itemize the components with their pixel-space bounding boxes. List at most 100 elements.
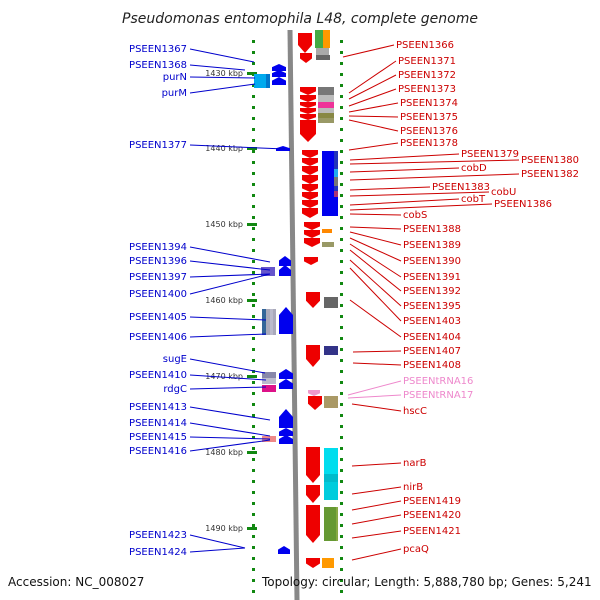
- gene-label-right: PSEEN1375: [400, 112, 458, 123]
- gene-label-left: PSEEN1413: [129, 402, 187, 413]
- gene-arrow-forward: [306, 485, 320, 503]
- scale-dot-left: [252, 359, 255, 362]
- scale-dot-left: [252, 271, 255, 274]
- leader-line-left: [189, 534, 246, 549]
- gene-arrow-forward: [300, 87, 316, 95]
- gene-block: [322, 151, 334, 216]
- leader-line-right: [349, 249, 402, 292]
- scale-dot-left: [252, 216, 255, 219]
- gene-arrow-forward: [308, 390, 320, 396]
- gene-block: [318, 95, 334, 102]
- gene-arrow-forward: [302, 166, 318, 175]
- gene-label-right: PSEEN1378: [400, 138, 458, 149]
- gene-arrow-forward: [304, 230, 320, 238]
- kbp-tick: [247, 223, 257, 226]
- gene-label-right: hscC: [403, 406, 427, 417]
- gene-block: [254, 74, 266, 88]
- leader-line-right: [349, 231, 402, 246]
- kbp-label: 1490 kbp: [205, 524, 243, 533]
- gene-label-left: PSEEN1377: [129, 140, 187, 151]
- scale-dot-left: [252, 403, 255, 406]
- gene-block: [322, 242, 334, 247]
- gene-label-right: PSEENtRNA17: [403, 390, 473, 401]
- scale-dot-left: [252, 95, 255, 98]
- scale-dot-right: [340, 381, 343, 384]
- leader-line-right: [347, 394, 402, 399]
- gene-label-right: PSEEN1386: [494, 199, 552, 210]
- leader-line-right: [349, 243, 402, 278]
- gene-arrow-reverse: [279, 256, 291, 266]
- scale-dot-left: [252, 348, 255, 351]
- gene-label-right: PSEEN1388: [403, 224, 461, 235]
- leader-line-left: [189, 83, 256, 94]
- gene-label-right: PSEEN1389: [403, 240, 461, 251]
- scale-dot-left: [252, 51, 255, 54]
- topology-text: Topology: circular; Length: 5,888,780 bp…: [261, 575, 592, 589]
- leader-line-right: [349, 237, 402, 262]
- gene-block: [322, 229, 332, 233]
- scale-dot-right: [340, 40, 343, 43]
- scale-dot-right: [340, 128, 343, 131]
- gene-block: [324, 297, 338, 308]
- leader-line-left: [189, 246, 271, 263]
- gene-block: [324, 507, 336, 541]
- scale-dot-left: [252, 84, 255, 87]
- scale-dot-right: [340, 293, 343, 296]
- gene-label-right: PSEEN1390: [403, 256, 461, 267]
- leader-line-left: [189, 260, 271, 271]
- leader-line-left: [189, 64, 246, 71]
- gene-label-left: PSEEN1415: [129, 432, 187, 443]
- leader-line-left: [189, 374, 267, 381]
- gene-label-right: cobS: [403, 210, 427, 221]
- gene-block: [318, 113, 334, 118]
- gene-block: [324, 346, 338, 355]
- gene-block: [262, 385, 276, 392]
- gene-label-right: cobD: [461, 163, 487, 174]
- gene-arrow-forward: [306, 558, 320, 568]
- scale-dot-left: [252, 315, 255, 318]
- gene-label-left: rdgC: [163, 384, 187, 395]
- gene-arrow-forward: [298, 33, 312, 53]
- gene-arrow-forward: [302, 150, 318, 158]
- leader-lines: [189, 44, 520, 561]
- scale-dot-right: [340, 194, 343, 197]
- scale-dot-left: [252, 458, 255, 461]
- scale-dot-right: [340, 425, 343, 428]
- scale-dot-left: [252, 161, 255, 164]
- scale-dot-left: [252, 238, 255, 241]
- gene-block: [323, 30, 330, 48]
- gene-arrow-forward: [300, 102, 316, 108]
- gene-label-right: PSEEN1404: [403, 332, 461, 343]
- gene-label-right: PSEENtRNA16: [403, 376, 473, 387]
- scale-dot-right: [340, 249, 343, 252]
- leader-line-left: [189, 386, 267, 390]
- leader-line-left: [189, 273, 271, 295]
- leader-line-right: [348, 88, 397, 107]
- scale-ticks: [252, 40, 343, 593]
- gene-block: [334, 197, 338, 216]
- scale-dot-right: [340, 51, 343, 54]
- gene-label-right: pcaQ: [403, 544, 429, 555]
- scale-dot-right: [340, 84, 343, 87]
- scale-dot-left: [252, 183, 255, 186]
- gene-block: [324, 396, 338, 408]
- scale-dot-left: [252, 469, 255, 472]
- leader-line-right: [351, 514, 402, 525]
- gene-block: [336, 507, 338, 541]
- scale-dot-left: [252, 150, 255, 153]
- gene-arrow-forward: [306, 447, 320, 483]
- gene-label-right: PSEEN1366: [396, 40, 454, 51]
- scale-dot-right: [340, 436, 343, 439]
- gene-arrow-forward: [302, 184, 318, 192]
- gene-arrow-reverse: [272, 77, 286, 85]
- scale-dot-right: [340, 205, 343, 208]
- leader-line-left: [189, 436, 271, 440]
- scale-dot-right: [340, 238, 343, 241]
- gene-block: [318, 118, 334, 123]
- scale-dot-left: [252, 172, 255, 175]
- scale-dot-right: [340, 183, 343, 186]
- scale-dot-right: [340, 557, 343, 560]
- scale-dot-right: [340, 315, 343, 318]
